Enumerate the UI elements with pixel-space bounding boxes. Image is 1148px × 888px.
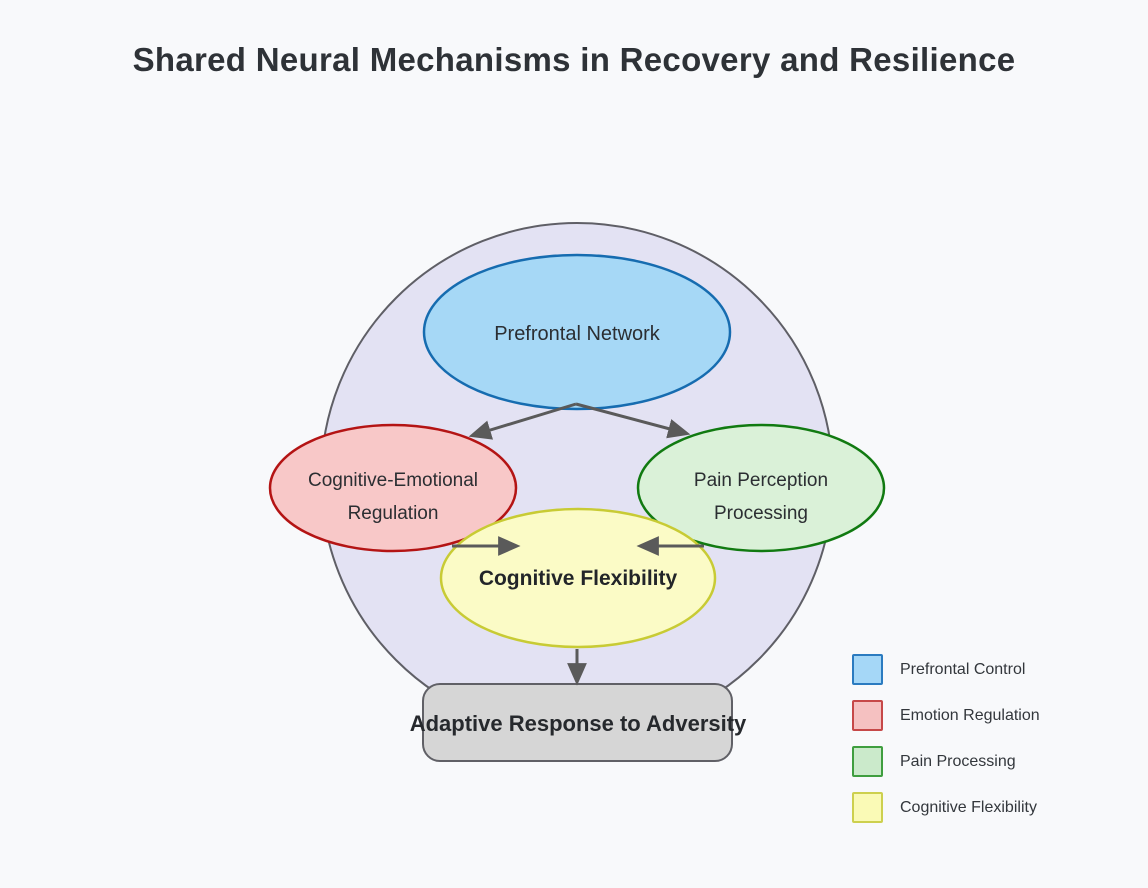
legend-item-emotion-regulation: Emotion Regulation bbox=[852, 700, 1040, 731]
legend-label-prefrontal-control: Prefrontal Control bbox=[900, 660, 1026, 678]
edge-prefrontal-to-regulation bbox=[468, 402, 577, 440]
legend-swatch-pain-processing bbox=[852, 746, 883, 777]
node-cognitive-emotional-regulation bbox=[268, 423, 518, 553]
legend-swatch-emotion-regulation bbox=[852, 700, 883, 731]
page-title: Shared Neural Mechanisms in Recovery and… bbox=[132, 41, 1016, 78]
legend-label-emotion-regulation: Emotion Regulation bbox=[900, 706, 1040, 724]
node-pain-perception-processing-label-line1: Pain Perception bbox=[694, 470, 828, 491]
legend-swatch-prefrontal-control bbox=[852, 654, 883, 685]
node-cognitive-emotional-regulation-label-line1: Cognitive-Emotional bbox=[308, 470, 478, 491]
node-cognitive-flexibility-label: Cognitive Flexibility bbox=[479, 567, 678, 590]
legend-label-cognitive-flexibility: Cognitive Flexibility bbox=[900, 798, 1037, 816]
legend-label-pain-processing: Pain Processing bbox=[900, 752, 1016, 770]
legend-item-pain-processing: Pain Processing bbox=[852, 746, 1040, 777]
node-cognitive-emotional-regulation-label-line2: Regulation bbox=[348, 503, 439, 524]
legend: Prefrontal Control Emotion Regulation Pa… bbox=[852, 654, 1040, 823]
edge-prefrontal-to-pain bbox=[575, 402, 691, 439]
node-pain-perception-processing-label-line2: Processing bbox=[714, 503, 808, 524]
node-prefrontal-network bbox=[422, 253, 732, 411]
node-adaptive-response-label: Adaptive Response to Adversity bbox=[410, 711, 747, 736]
legend-item-prefrontal-control: Prefrontal Control bbox=[852, 654, 1040, 685]
node-prefrontal-network-label: Prefrontal Network bbox=[494, 323, 661, 345]
legend-swatch-cognitive-flexibility bbox=[852, 792, 883, 823]
node-pain-perception-processing bbox=[636, 423, 886, 553]
legend-item-cognitive-flexibility: Cognitive Flexibility bbox=[852, 792, 1040, 823]
